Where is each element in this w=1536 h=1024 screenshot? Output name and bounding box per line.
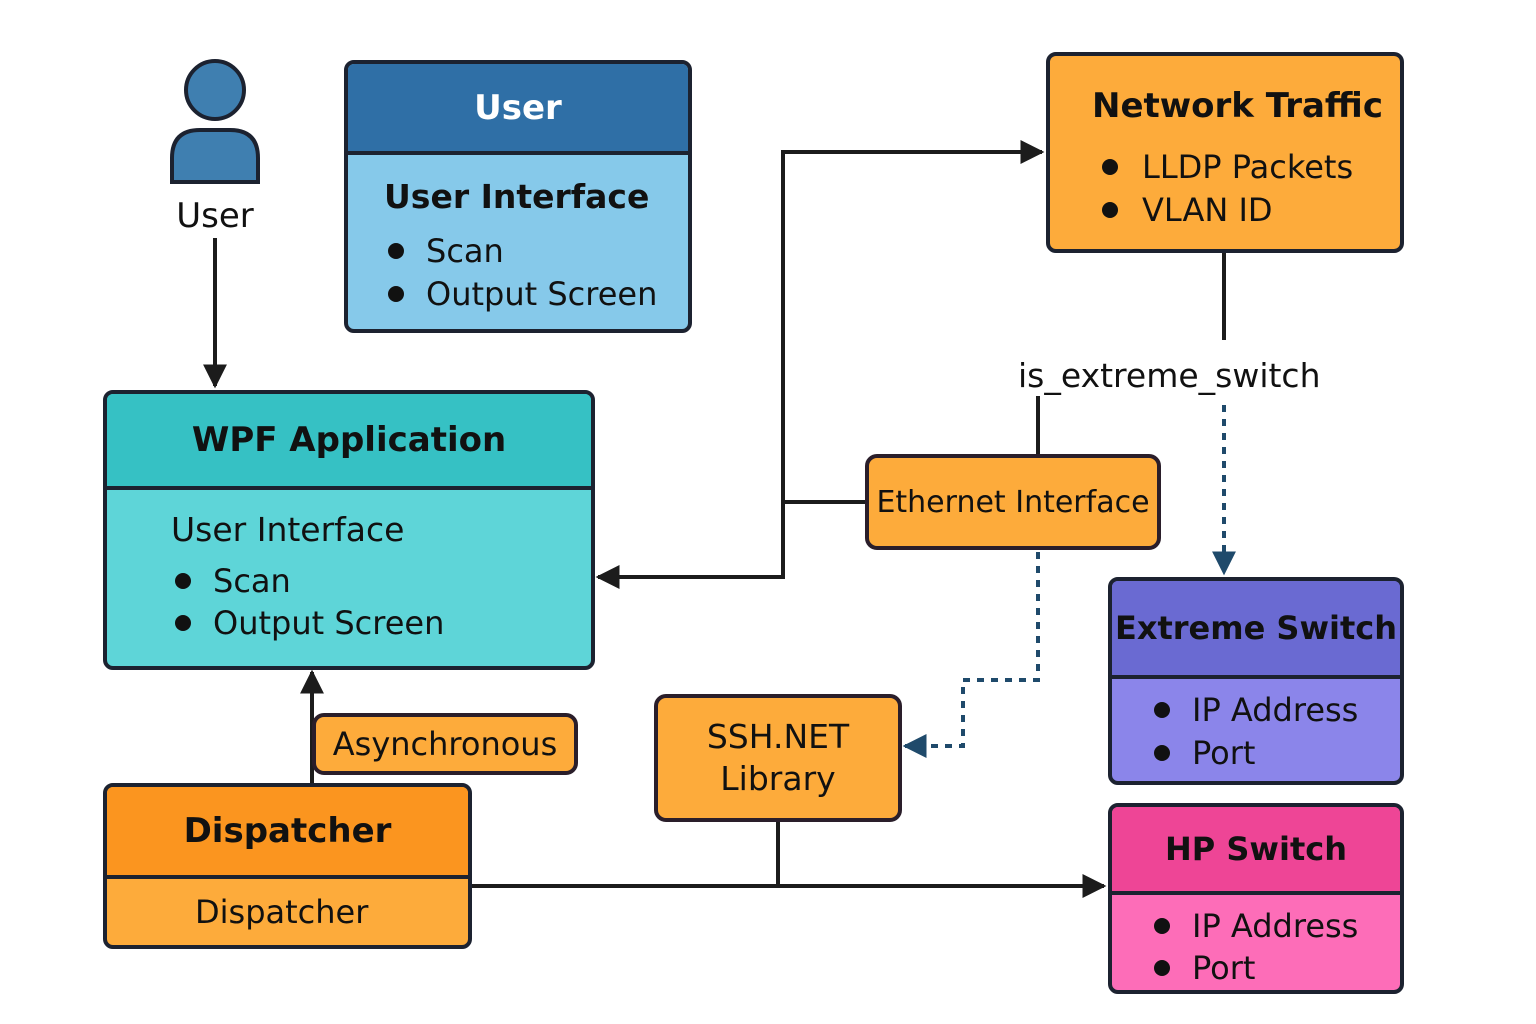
bullet-icon: [1154, 745, 1170, 761]
hp-switch-box: HP Switch IP Address Port: [1108, 803, 1404, 994]
dispatcher-box: Dispatcher Dispatcher: [103, 783, 472, 949]
user-box-item: Scan: [388, 232, 504, 270]
wpf-application-title: WPF Application: [191, 420, 507, 460]
extreme-switch-title: Extreme Switch: [1114, 609, 1398, 647]
trunk-to-wpf-arrow: [595, 152, 785, 589]
wpf-application-header: WPF Application: [107, 394, 591, 490]
user-box: User User Interface Scan Output Screen: [344, 60, 692, 333]
user-box-title: User: [474, 87, 562, 128]
asynchronous-label: Asynchronous: [332, 725, 558, 763]
bullet-icon: [1154, 918, 1170, 934]
ethernet-interface-label: Ethernet Interface: [876, 484, 1150, 520]
bullet-icon: [175, 615, 191, 631]
hp-switch-header: HP Switch: [1112, 807, 1400, 895]
user-box-item: Output Screen: [388, 275, 657, 313]
ssh-net-library-line1: SSH.NET: [706, 717, 850, 756]
user-box-section: User Interface: [384, 177, 650, 216]
extreme-switch-box: Extreme Switch IP Address Port: [1108, 577, 1404, 785]
hp-switch-item: IP Address: [1154, 907, 1358, 945]
wpf-application-box: WPF Application User Interface Scan Outp…: [103, 390, 595, 670]
bullet-icon: [388, 286, 404, 302]
hp-switch-item: Port: [1154, 949, 1255, 987]
user-actor-label: User: [176, 196, 254, 236]
network-traffic-item: LLDP Packets: [1102, 148, 1353, 186]
is-extreme-switch-label: is_extreme_switch: [1014, 356, 1325, 395]
bullet-icon: [388, 243, 404, 259]
wpf-application-section: User Interface: [171, 510, 405, 549]
user-icon: [170, 59, 260, 184]
ssh-net-library-line2: Library: [720, 759, 836, 798]
dispatcher-subtitle: Dispatcher: [195, 893, 369, 931]
user-actor: User: [160, 58, 270, 238]
network-traffic-box: Network Traffic LLDP Packets VLAN ID: [1046, 52, 1404, 253]
ethernet-interface-box: Ethernet Interface: [865, 454, 1161, 550]
wpf-application-item: Output Screen: [175, 604, 444, 642]
bullet-icon: [175, 573, 191, 589]
asynchronous-label-box: Asynchronous: [312, 713, 578, 775]
extreme-switch-item: IP Address: [1154, 691, 1358, 729]
wpf-application-item: Scan: [175, 562, 291, 600]
bullet-icon: [1154, 960, 1170, 976]
dispatcher-title: Dispatcher: [183, 811, 392, 851]
dispatcher-header: Dispatcher: [107, 787, 468, 879]
extreme-switch-item: Port: [1154, 734, 1255, 772]
bullet-icon: [1154, 702, 1170, 718]
extreme-switch-header: Extreme Switch: [1112, 581, 1400, 679]
ssh-net-library-box: SSH.NET Library: [654, 694, 902, 822]
bullet-icon: [1102, 159, 1118, 175]
hp-switch-title: HP Switch: [1165, 830, 1347, 868]
ethernet-to-ssh-dashed-arrow: [902, 552, 1040, 758]
network-traffic-item: VLAN ID: [1102, 191, 1273, 229]
user-box-header: User: [348, 64, 688, 155]
bullet-icon: [1102, 202, 1118, 218]
network-traffic-title: Network Traffic: [1092, 86, 1383, 126]
